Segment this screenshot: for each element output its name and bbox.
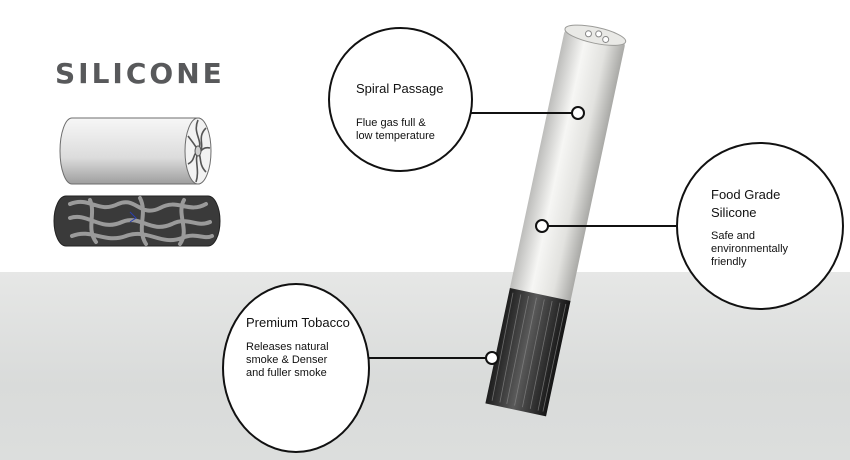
filter-device (485, 24, 627, 417)
callout-silicone-description: Safe and environmentally friendly (711, 230, 789, 268)
callout-tobacco-description: Releases natural smoke & Denser and full… (246, 341, 329, 379)
callout-tobacco-title: Premium Tobacco (246, 315, 350, 330)
page-title: SILICONE (55, 57, 225, 90)
callout-food-grade-silicone: Food Grade Silicone Safe and environment… (676, 142, 844, 310)
spiral-marker-dot (571, 106, 585, 120)
spiral-cutaway-icon (53, 195, 221, 247)
silicone-tube-icon (59, 117, 212, 185)
silicone-marker-dot (535, 219, 549, 233)
callout-spiral-title: Spiral Passage (356, 81, 444, 96)
callout-spiral-description: Flue gas full & low temperature (356, 117, 435, 142)
callout-spiral-passage: Spiral Passage Flue gas full & low tempe… (328, 27, 473, 172)
connector-lines (366, 106, 676, 365)
callout-premium-tobacco: Premium Tobacco Releases natural smoke &… (222, 283, 370, 453)
tobacco-marker-dot (485, 351, 499, 365)
floor-surface (0, 272, 850, 460)
callout-silicone-title: Food Grade Silicone (711, 187, 781, 220)
